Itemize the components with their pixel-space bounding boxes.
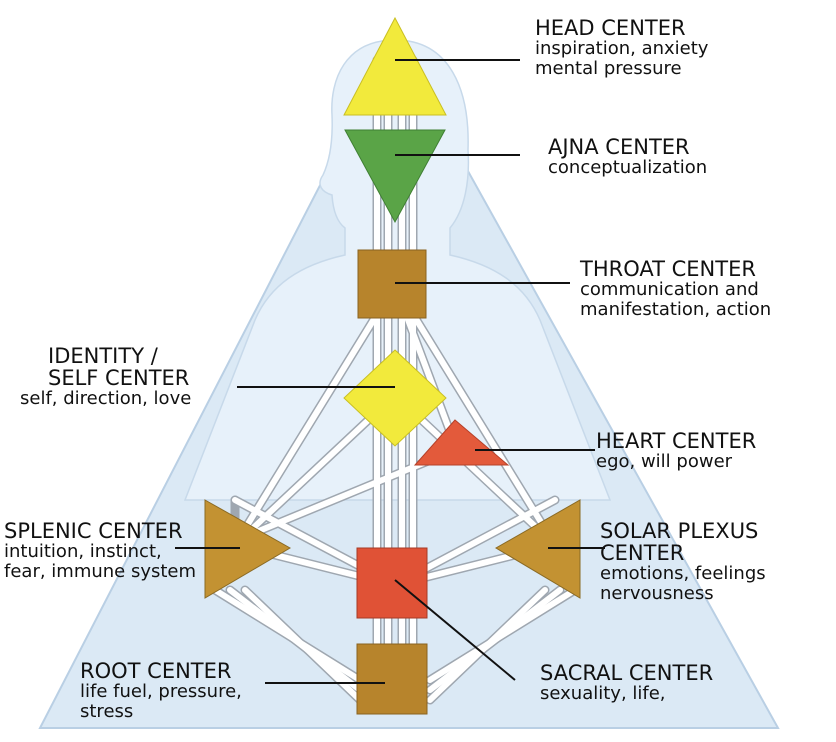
solar-plexus-title-2: CENTER — [600, 541, 685, 565]
throat-center-desc-2: manifestation, action — [580, 299, 772, 320]
sacral-center-desc-1: sexuality, life, — [540, 683, 666, 704]
identity-center-diamond-icon — [343, 349, 447, 447]
head-center-upward-triangle-icon — [343, 16, 447, 116]
solar-plexus-center-label: SOLAR PLEXUS CENTER emotions, feelings n… — [600, 520, 766, 604]
heart-center-small-triangle-icon — [413, 419, 510, 466]
spleen-center-label: SPLENIC CENTER intuition, instinct, fear… — [4, 520, 196, 582]
identity-center-label: IDENTITY / SELF CENTER self, direction, … — [20, 345, 191, 409]
heart-center-desc-1: ego, will power — [596, 451, 733, 472]
leader-lines — [175, 59, 605, 684]
throat-center-desc-1: communication and — [580, 279, 759, 300]
ajna-center-downward-triangle-icon — [344, 129, 446, 224]
root-center-desc-2: stress — [80, 701, 134, 722]
throat-center-label: THROAT CENTER communication and manifest… — [580, 258, 771, 320]
identity-center-title-1: IDENTITY / — [48, 344, 158, 368]
sacral-center-square-icon — [356, 547, 428, 619]
head-center-title: HEAD CENTER — [535, 16, 686, 40]
solar-plexus-desc-1: emotions, feelings — [600, 563, 766, 584]
root-center-label: ROOT CENTER life fuel, pressure, stress — [80, 660, 242, 722]
ajna-center-label: AJNA CENTER conceptualization — [548, 136, 707, 178]
root-center-square-icon — [356, 643, 428, 715]
head-center-desc-1: inspiration, anxiety — [535, 38, 709, 59]
solar-plexus-title-1: SOLAR PLEXUS — [600, 519, 759, 543]
identity-center-desc-1: self, direction, love — [20, 388, 192, 409]
heart-center-title: HEART CENTER — [596, 429, 757, 453]
root-center-title: ROOT CENTER — [80, 659, 232, 683]
solar-plexus-desc-2: nervousness — [600, 583, 714, 604]
heart-center-label: HEART CENTER ego, will power — [596, 430, 756, 472]
sacral-center-label: SACRAL CENTER sexuality, life, — [540, 662, 713, 704]
spleen-center-desc-1: intuition, instinct, — [4, 541, 162, 562]
head-center-label: HEAD CENTER inspiration, anxiety mental … — [535, 17, 708, 79]
sacral-center-title: SACRAL CENTER — [540, 661, 714, 685]
spleen-center-title: SPLENIC CENTER — [4, 519, 183, 543]
root-center-desc-1: life fuel, pressure, — [80, 681, 242, 702]
ajna-center-title: AJNA CENTER — [548, 135, 690, 159]
ajna-center-desc-1: conceptualization — [548, 157, 708, 178]
throat-center-title: THROAT CENTER — [580, 257, 756, 281]
sacral-leader-line — [394, 579, 516, 681]
head-center-desc-2: mental pressure — [535, 58, 682, 79]
identity-center-title-2: SELF CENTER — [48, 366, 190, 390]
spleen-center-desc-2: fear, immune system — [4, 561, 197, 582]
